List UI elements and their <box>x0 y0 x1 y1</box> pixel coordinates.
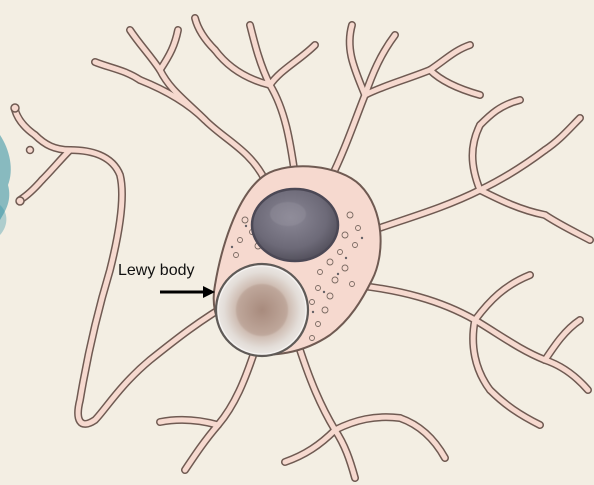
lewy-body <box>216 264 308 356</box>
edge-glow <box>0 135 11 235</box>
lewy-body-label: Lewy body <box>118 262 195 280</box>
nucleus <box>252 189 338 261</box>
lewy-body-arrow <box>160 286 215 298</box>
